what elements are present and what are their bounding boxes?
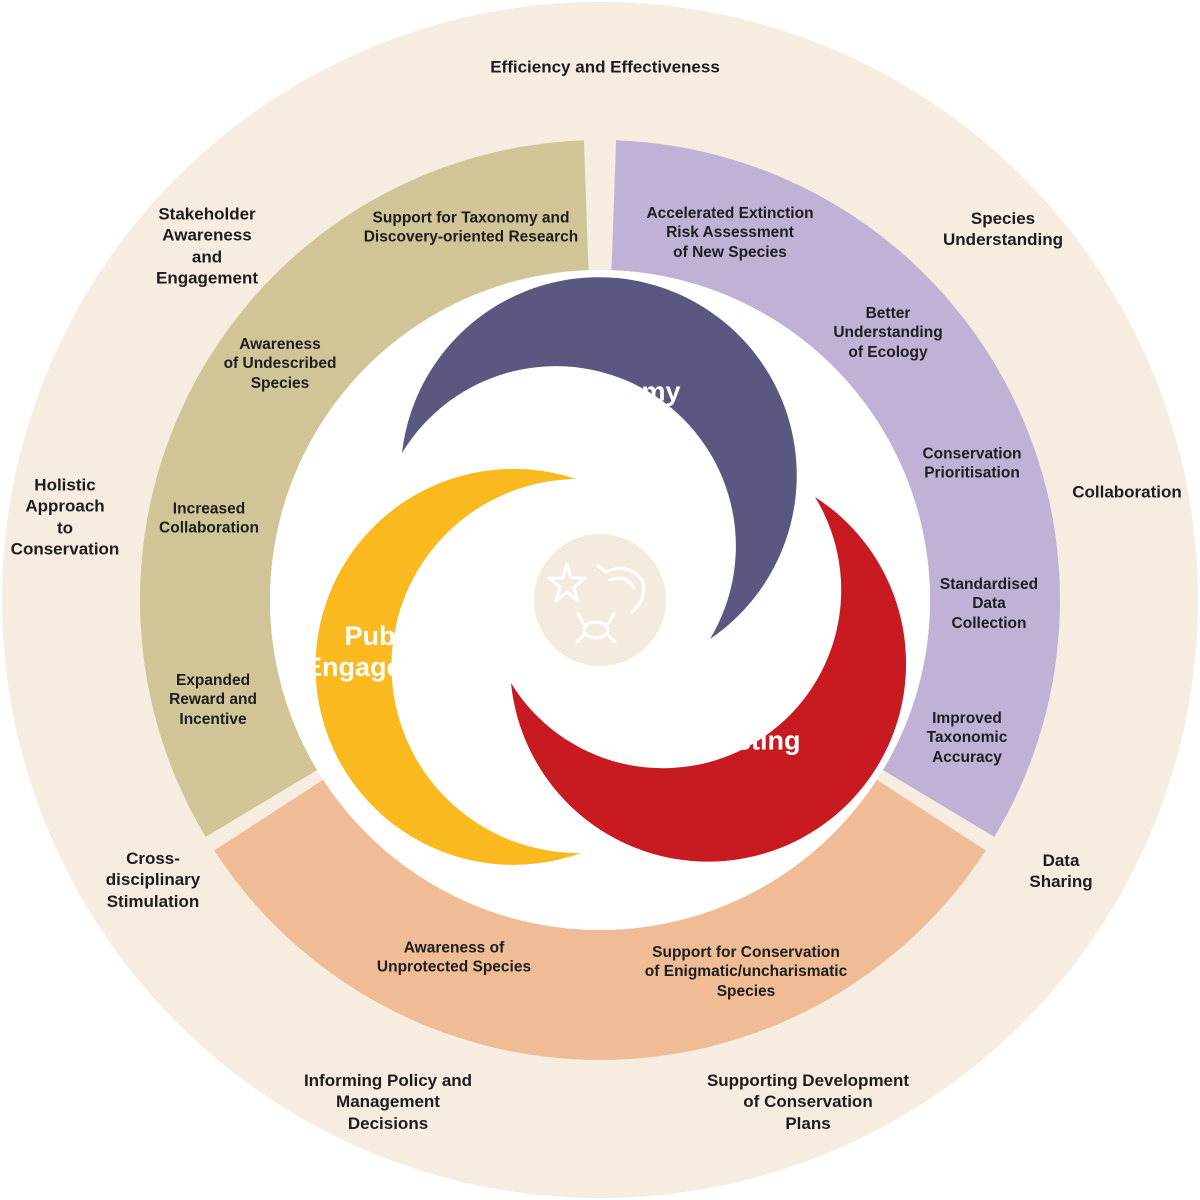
outer-label-stakeholder: Stakeholder Awareness and Engagement	[155, 204, 259, 288]
right-band-accelerated: Accelerated Extinction Risk Assessment o…	[646, 204, 814, 261]
bottom-band-enigmatic: Support for Conservation of Enigmatic/un…	[644, 943, 848, 1000]
outer-label-efficiency: Efficiency and Effectiveness	[490, 57, 720, 77]
public-engagement-lobe	[315, 468, 581, 865]
outer-label-holistic: Holistic Approach to Conservation	[10, 475, 120, 559]
band-policy-benefits	[214, 779, 986, 1060]
right-band-prioritisation: Conservation Prioritisation	[922, 445, 1022, 482]
core-title-red-listing: Red Listing	[653, 725, 801, 756]
core-title-public-engagement: Public Engagement	[303, 620, 467, 682]
right-band-standardised: Standardised Data Collection	[939, 575, 1039, 632]
left-band-awareness-undescribed: Awareness of Undescribed Species	[223, 335, 337, 392]
left-band-increased-collaboration: Increased Collaboration	[159, 500, 259, 537]
starfish-icon	[547, 562, 587, 603]
crab-icon	[575, 612, 617, 644]
outer-label-species-understanding: Species Understanding	[943, 208, 1063, 249]
center-emblem	[534, 534, 666, 666]
left-band-expanded-reward: Expanded Reward and Incentive	[169, 671, 257, 728]
outer-label-collaboration: Collaboration	[1072, 482, 1182, 502]
band-species-benefits	[611, 140, 1060, 837]
band-stakeholder-benefits	[140, 140, 589, 837]
left-band-support-taxonomy: Support for Taxonomy and Discovery-orien…	[363, 209, 579, 246]
outer-label-data-sharing: Data Sharing	[1029, 850, 1093, 891]
right-band-better-ecology: Better Understanding of Ecology	[833, 304, 943, 361]
core-title-taxonomy: Taxonomy	[547, 376, 681, 407]
taxonomy-lobe	[402, 277, 797, 639]
red-listing-lobe	[511, 497, 907, 862]
outer-label-supporting-plans: Supporting Development of Conservation P…	[706, 1071, 910, 1133]
shrimp-icon	[596, 564, 646, 614]
outer-label-cross-disciplinary: Cross- disciplinary Stimulation	[105, 849, 201, 911]
right-band-improved-accuracy: Improved Taxonomic Accuracy	[926, 709, 1008, 766]
outer-label-informing-policy: Informing Policy and Management Decision…	[303, 1071, 473, 1133]
bottom-band-unprotected: Awareness of Unprotected Species	[376, 939, 532, 976]
